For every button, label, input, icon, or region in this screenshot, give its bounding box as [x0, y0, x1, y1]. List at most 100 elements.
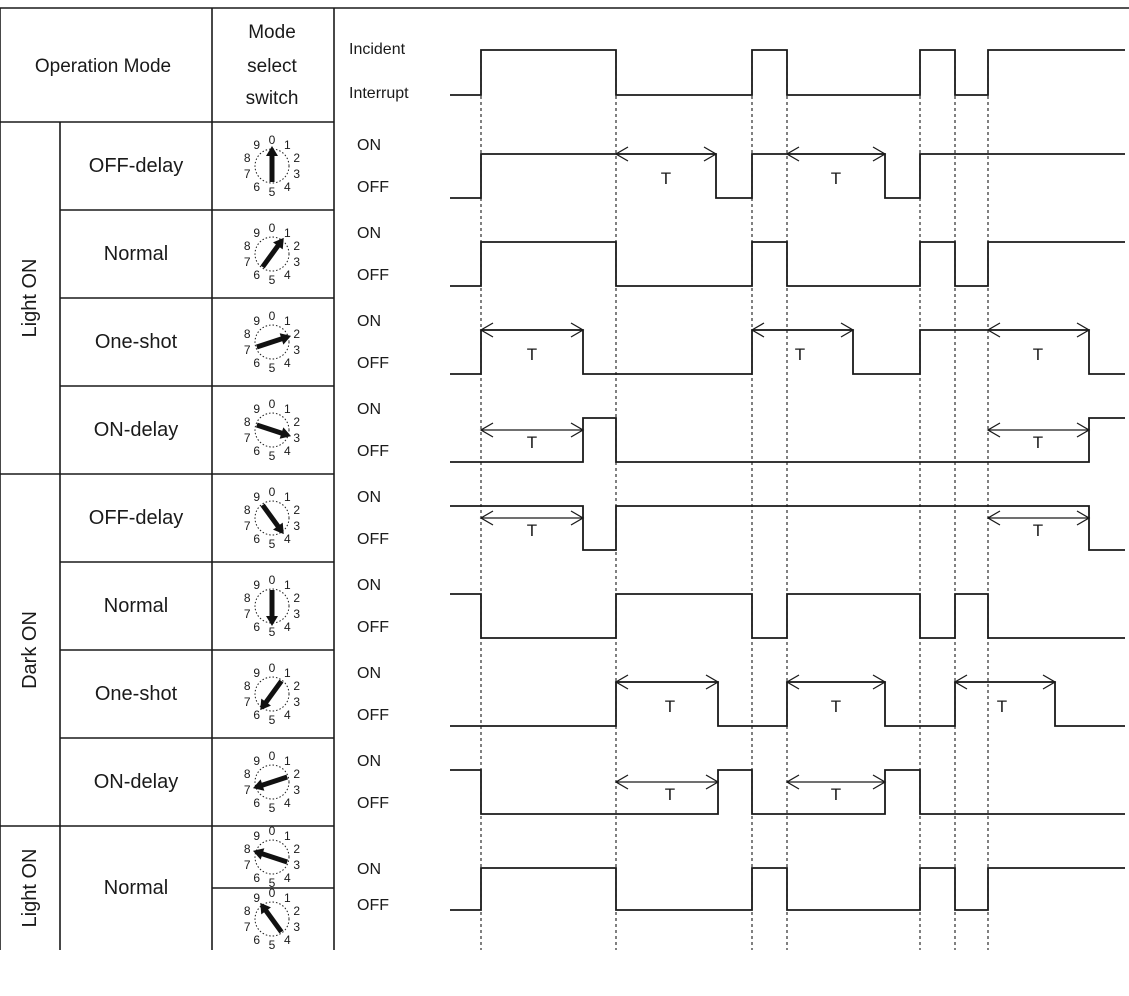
dial-digit: 4: [284, 356, 291, 370]
dial-digit: 4: [284, 180, 291, 194]
group-label: Light ON: [19, 849, 41, 928]
dial-digit: 0: [269, 661, 276, 675]
dial-digit: 1: [284, 891, 291, 905]
dial-digit: 2: [293, 842, 300, 856]
period-label: T: [1033, 345, 1043, 364]
dial-digit: 6: [253, 933, 260, 947]
dial-digit: 9: [253, 314, 260, 328]
off-label: OFF: [357, 619, 389, 636]
period-label: T: [665, 697, 675, 716]
dial-digit: 9: [253, 666, 260, 680]
dial-digit: 3: [293, 431, 300, 445]
dial-digit: 2: [293, 151, 300, 165]
dial-digit: 1: [284, 314, 291, 328]
on-label: ON: [357, 665, 381, 682]
dial-digit: 2: [293, 503, 300, 517]
mode-select-header-line3: switch: [246, 88, 299, 109]
dial-digit: 0: [269, 133, 276, 147]
group-label: Dark ON: [19, 611, 41, 689]
dial-digit: 6: [253, 356, 260, 370]
off-label: OFF: [357, 179, 389, 196]
dial-digit: 3: [293, 167, 300, 181]
period-label: T: [527, 345, 537, 364]
dial-digit: 6: [253, 871, 260, 885]
dial-digit: 0: [269, 397, 276, 411]
on-label: ON: [357, 753, 381, 770]
dial-digit: 5: [269, 537, 276, 551]
mode-name: Normal: [104, 243, 168, 265]
mode-name: OFF-delay: [89, 155, 183, 177]
dial-digit: 5: [269, 801, 276, 815]
dial-digit: 6: [253, 180, 260, 194]
table-header: Operation Mode Mode select switch Incide…: [35, 22, 409, 109]
dial-digit: 7: [244, 920, 251, 934]
period-label: T: [665, 785, 675, 804]
output-trace: [450, 241, 1125, 287]
dial-digit: 9: [253, 138, 260, 152]
dial-digit: 5: [269, 625, 276, 639]
dial-digit: 2: [293, 679, 300, 693]
table-grid: [0, 7, 1129, 950]
dial-digit: 9: [253, 829, 260, 843]
off-label: OFF: [357, 531, 389, 548]
dial-digit: 4: [284, 871, 291, 885]
dial-digit: 6: [253, 620, 260, 634]
dial-digit: 8: [244, 415, 251, 429]
dial-digit: 5: [269, 876, 276, 890]
dial-digit: 9: [253, 754, 260, 768]
dial-digit: 8: [244, 767, 251, 781]
on-label: ON: [357, 401, 381, 418]
dial-digit: 0: [269, 886, 276, 900]
dial-digit: 2: [293, 767, 300, 781]
output-trace: [450, 153, 1125, 199]
output-trace: [450, 505, 1125, 551]
dial-digit: 4: [284, 796, 291, 810]
dial-digit: 9: [253, 402, 260, 416]
dial-digit: 4: [284, 620, 291, 634]
mode-select-header-line2: select: [247, 56, 297, 77]
dial-digit: 4: [284, 532, 291, 546]
dial-digit: 7: [244, 343, 251, 357]
dial-digit: 6: [253, 532, 260, 546]
dial-digit: 1: [284, 829, 291, 843]
off-label: OFF: [357, 707, 389, 724]
dial-digit: 1: [284, 578, 291, 592]
dial-digit: 6: [253, 268, 260, 282]
dial-digit: 1: [284, 138, 291, 152]
dial-digit: 7: [244, 783, 251, 797]
off-label: OFF: [357, 897, 389, 914]
dial-digit: 7: [244, 858, 251, 872]
interrupt-label: Interrupt: [349, 85, 409, 102]
output-trace: [450, 417, 1125, 463]
period-label: T: [831, 785, 841, 804]
dial-digit: 6: [253, 708, 260, 722]
dial-digit: 6: [253, 796, 260, 810]
timer-period-marker: T: [986, 422, 1091, 452]
mode-name: ON-delay: [94, 419, 178, 441]
dial-digit: 3: [293, 783, 300, 797]
timer-period-marker: T: [785, 774, 887, 804]
on-label: ON: [357, 577, 381, 594]
dial-digit: 7: [244, 255, 251, 269]
mode-name: One-shot: [95, 331, 178, 353]
incident-label: Incident: [349, 41, 406, 58]
dial-digit: 1: [284, 490, 291, 504]
input-waveform: [450, 49, 1125, 96]
output-waveform-light-normal: [450, 241, 1125, 287]
period-label: T: [831, 697, 841, 716]
dial-digit: 8: [244, 679, 251, 693]
dial-digit: 2: [293, 239, 300, 253]
